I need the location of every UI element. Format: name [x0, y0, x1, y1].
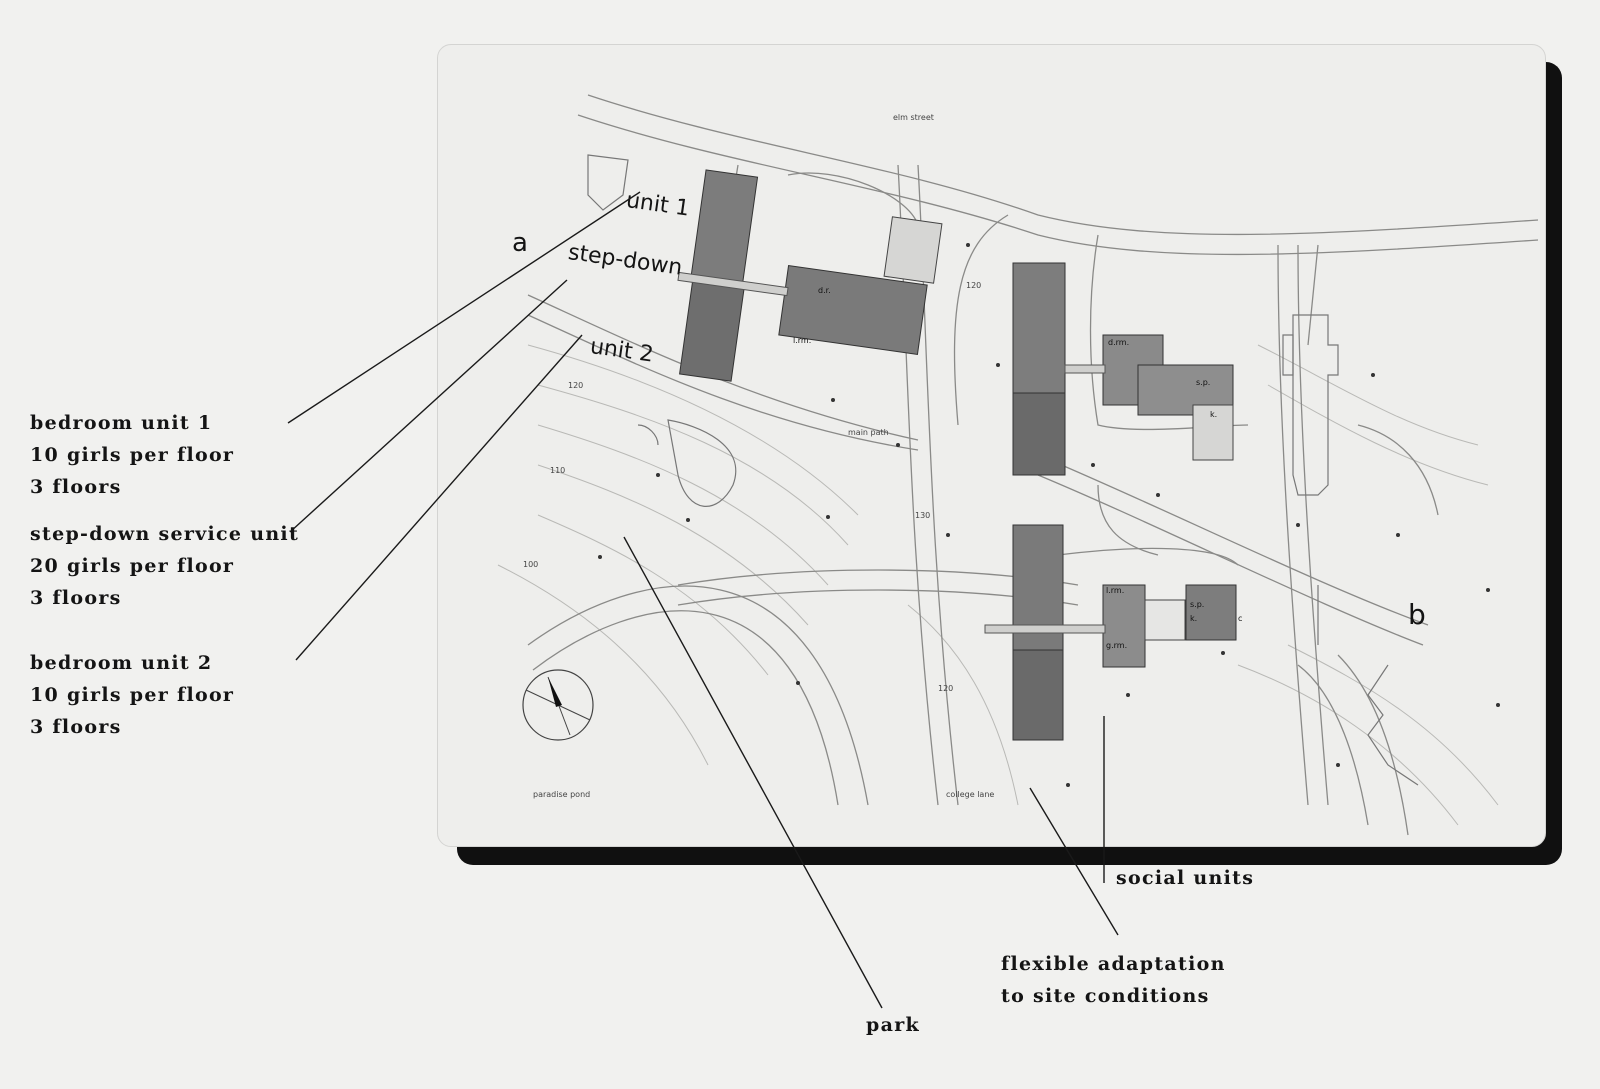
contour-label: 110	[550, 466, 565, 475]
site-plan-board: d.r. l.rm. k. s.p. g.rm. l.rm. d.rm. k. …	[437, 44, 1546, 847]
annotation-step-down: step-down service unit 20 girls per floo…	[30, 518, 299, 614]
contour-label: 120	[568, 381, 583, 390]
room-label: d.r.	[818, 286, 831, 295]
annotation-line: step-down service unit	[30, 523, 300, 545]
room-label: s.p.	[1190, 600, 1204, 609]
room-label: l.rm.	[1106, 586, 1124, 595]
annotation-line: flexible adaptation	[1001, 953, 1226, 975]
section-marker-a: a	[512, 228, 528, 258]
annotation-line: bedroom unit 1	[30, 412, 213, 434]
street-label-main-path: main path	[848, 428, 889, 437]
room-label: l.rm.	[793, 336, 811, 345]
annotation-line: 3 floors	[30, 587, 122, 609]
section-marker-b: b	[1408, 598, 1426, 631]
contour-lines	[497, 344, 1499, 826]
annotation-bedroom-unit-1: bedroom unit 1 10 girls per floor 3 floo…	[30, 407, 234, 503]
room-label: s.p.	[1196, 378, 1210, 387]
annotation-line: 10 girls per floor	[30, 684, 235, 706]
annotation-line: bedroom unit 2	[30, 652, 213, 674]
annotation-line: 3 floors	[30, 476, 122, 498]
north-arrow-icon	[522, 669, 594, 741]
street-label-paradise-pond: paradise pond	[533, 790, 590, 799]
room-labels: d.r. l.rm. k. s.p. g.rm. l.rm. d.rm. k. …	[793, 286, 1242, 650]
annotation-bedroom-unit-2: bedroom unit 2 10 girls per floor 3 floo…	[30, 647, 234, 743]
annotation-line: 3 floors	[30, 716, 122, 738]
room-label: k.	[1190, 614, 1197, 623]
annotation-flexible: flexible adaptation to site conditions	[1001, 948, 1226, 1012]
room-label: k.	[1210, 410, 1217, 419]
street-label-college-lane: college lane	[946, 790, 994, 799]
annotation-line: 20 girls per floor	[30, 555, 235, 577]
annotation-social-units: social units	[1116, 867, 1255, 889]
room-label: g.rm.	[1106, 641, 1127, 650]
room-label: d.rm.	[1108, 338, 1129, 347]
annotation-park: park	[866, 1014, 920, 1036]
room-label: c	[1238, 614, 1242, 623]
annotation-line: 10 girls per floor	[30, 444, 235, 466]
contour-label: 100	[523, 560, 538, 569]
contour-label: 120	[938, 684, 953, 693]
contour-label: 120	[966, 281, 981, 290]
annotation-line: to site conditions	[1001, 985, 1210, 1007]
street-label-elm: elm street	[893, 113, 934, 122]
contour-label: 130	[915, 511, 930, 520]
new-buildings	[677, 169, 1237, 741]
site-plan: d.r. l.rm. k. s.p. g.rm. l.rm. d.rm. k. …	[497, 94, 1539, 836]
